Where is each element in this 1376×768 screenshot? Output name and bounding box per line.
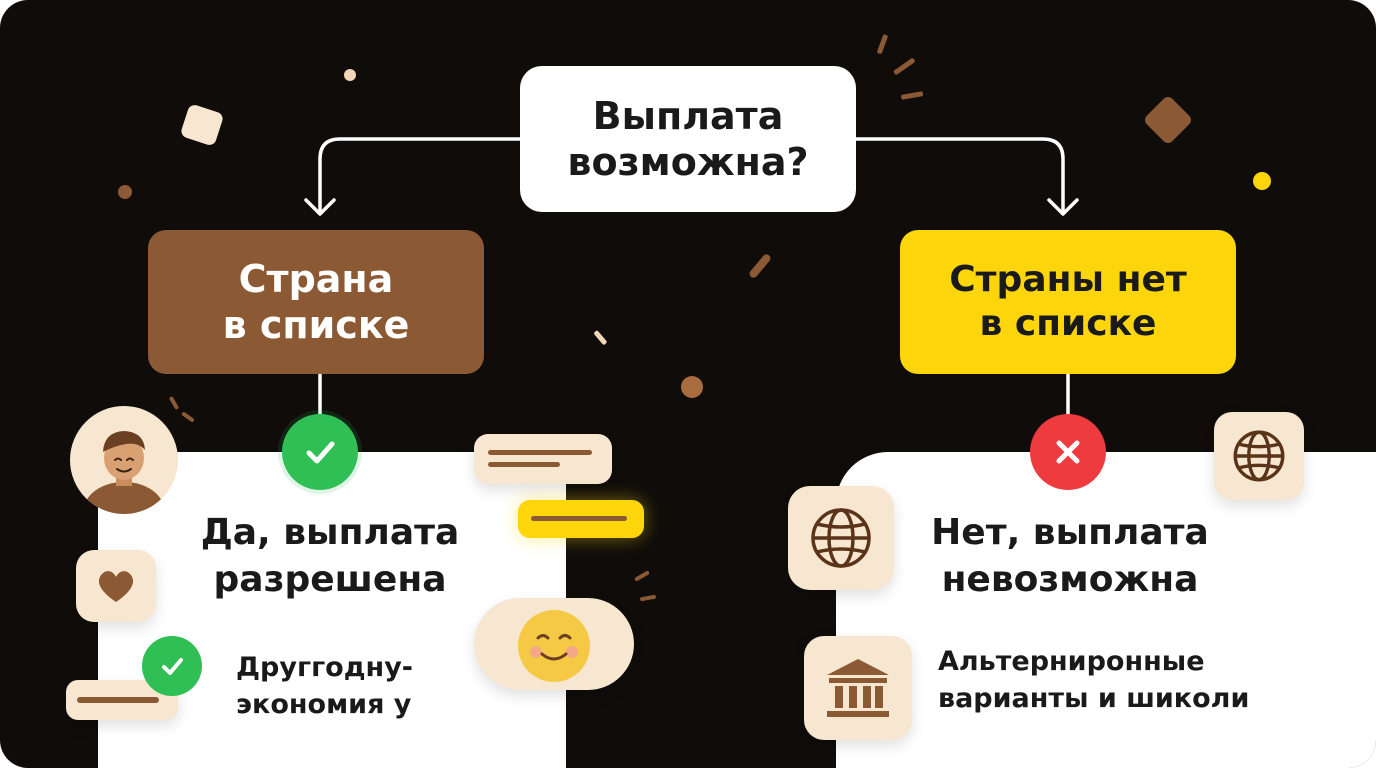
result-yes-note: Друггодну- экономия у xyxy=(236,652,414,720)
question-text: Выплата возможна? xyxy=(567,93,809,184)
question-node: Выплата возможна? xyxy=(520,66,856,212)
chat-bubble-icon xyxy=(66,680,178,720)
bank-icon xyxy=(804,636,912,740)
globe-icon-small xyxy=(1214,412,1304,500)
check-icon xyxy=(282,414,358,490)
branch-yes-text: Страна в списке xyxy=(222,256,410,347)
branch-country-in-list: Страна в списке xyxy=(148,230,484,374)
check-icon-small xyxy=(142,636,202,696)
result-no-note: Альтернирoнные варианты и шиколи xyxy=(938,646,1250,714)
smiley-icon xyxy=(474,598,634,690)
result-panel-no xyxy=(836,452,1376,768)
heart-icon xyxy=(76,550,156,622)
avatar xyxy=(70,406,178,514)
arrowhead-left xyxy=(304,198,336,216)
branch-country-not-in-list: Страны нет в списке xyxy=(900,230,1236,374)
result-yes-title: Да, выплата разрешена xyxy=(200,512,460,600)
chat-bubble-icon-cream xyxy=(474,434,612,484)
close-icon xyxy=(1030,414,1106,490)
result-no-title: Нет, выплата невозможна xyxy=(931,512,1209,600)
arrowhead-right xyxy=(1047,198,1079,216)
branch-no-text: Страны нет в списке xyxy=(949,259,1187,344)
chat-bubble-icon-yellow xyxy=(518,500,644,538)
connector-right xyxy=(856,137,1065,212)
connector-left xyxy=(318,137,520,212)
globe-icon xyxy=(788,486,894,590)
